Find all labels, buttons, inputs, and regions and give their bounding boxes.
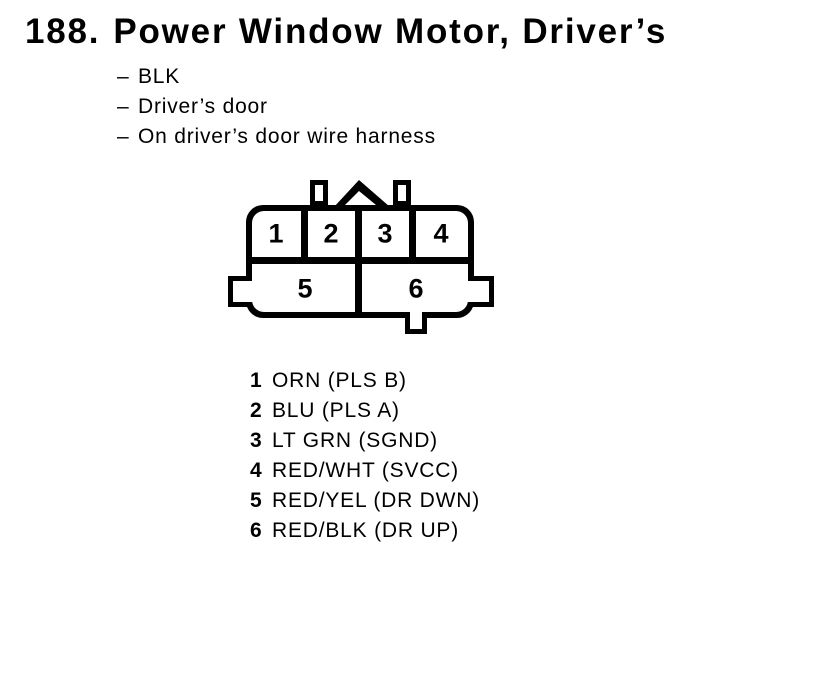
pin-wire-label: RED/WHT (SVCC) (272, 459, 459, 482)
pin-wire-label: LT GRN (SGND) (272, 429, 438, 452)
connector-cavity-4: 4 (433, 218, 449, 249)
connector-cavity-3: 3 (377, 218, 393, 249)
detail-item: – BLK (117, 62, 436, 92)
figure-title: 188. Power Window Motor, Driver’s (25, 12, 667, 52)
pin-number: 1 (250, 369, 263, 392)
connector-diagram: 1 2 3 4 5 6 (228, 178, 494, 336)
connector-details: – BLK – Driver’s door – On driver’s door… (117, 62, 436, 152)
divider-wall-3-4 (409, 211, 416, 257)
pin-number: 3 (250, 429, 263, 452)
divider-wall-5-6 (355, 264, 362, 312)
detail-text: BLK (138, 65, 181, 88)
row-divider-wall (252, 257, 468, 264)
dash-bullet: – (117, 125, 130, 148)
figure-number: 188. (25, 12, 101, 51)
detail-item: – On driver’s door wire harness (117, 122, 436, 152)
pin-number: 4 (250, 459, 263, 482)
pin-wire-label: BLU (PLS A) (272, 399, 400, 422)
pin-number: 5 (250, 489, 263, 512)
pin-legend-row: 5 RED/YEL (DR DWN) (250, 486, 480, 516)
pin-legend-row: 4 RED/WHT (SVCC) (250, 456, 480, 486)
dash-bullet: – (117, 65, 130, 88)
pin-wire-label: RED/BLK (DR UP) (272, 519, 460, 542)
pin-legend-row: 1 ORN (PLS B) (250, 366, 480, 396)
pin-legend: 1 ORN (PLS B) 2 BLU (PLS A) 3 LT GRN (SG… (250, 366, 480, 546)
detail-text: On driver’s door wire harness (138, 125, 436, 148)
pin-legend-row: 3 LT GRN (SGND) (250, 426, 480, 456)
pin-wire-label: RED/YEL (DR DWN) (272, 489, 481, 512)
pin-legend-row: 6 RED/BLK (DR UP) (250, 516, 480, 546)
detail-text: Driver’s door (138, 95, 268, 118)
pin-wire-label: ORN (PLS B) (272, 369, 407, 392)
dash-bullet: – (117, 95, 130, 118)
connector-cavity-5: 5 (297, 273, 313, 304)
pin-number: 2 (250, 399, 263, 422)
connector-cavity-2: 2 (323, 218, 339, 249)
figure-name: Power Window Motor, Driver’s (113, 12, 668, 51)
pin-number: 6 (250, 519, 263, 542)
connector-outline-drawing (228, 180, 494, 334)
divider-wall-1-2 (301, 211, 308, 257)
connector-cavity-6: 6 (408, 273, 424, 304)
connector-cavity-1: 1 (268, 218, 284, 249)
pin-legend-row: 2 BLU (PLS A) (250, 396, 480, 426)
divider-wall-2-3 (355, 211, 362, 257)
detail-item: – Driver’s door (117, 92, 436, 122)
